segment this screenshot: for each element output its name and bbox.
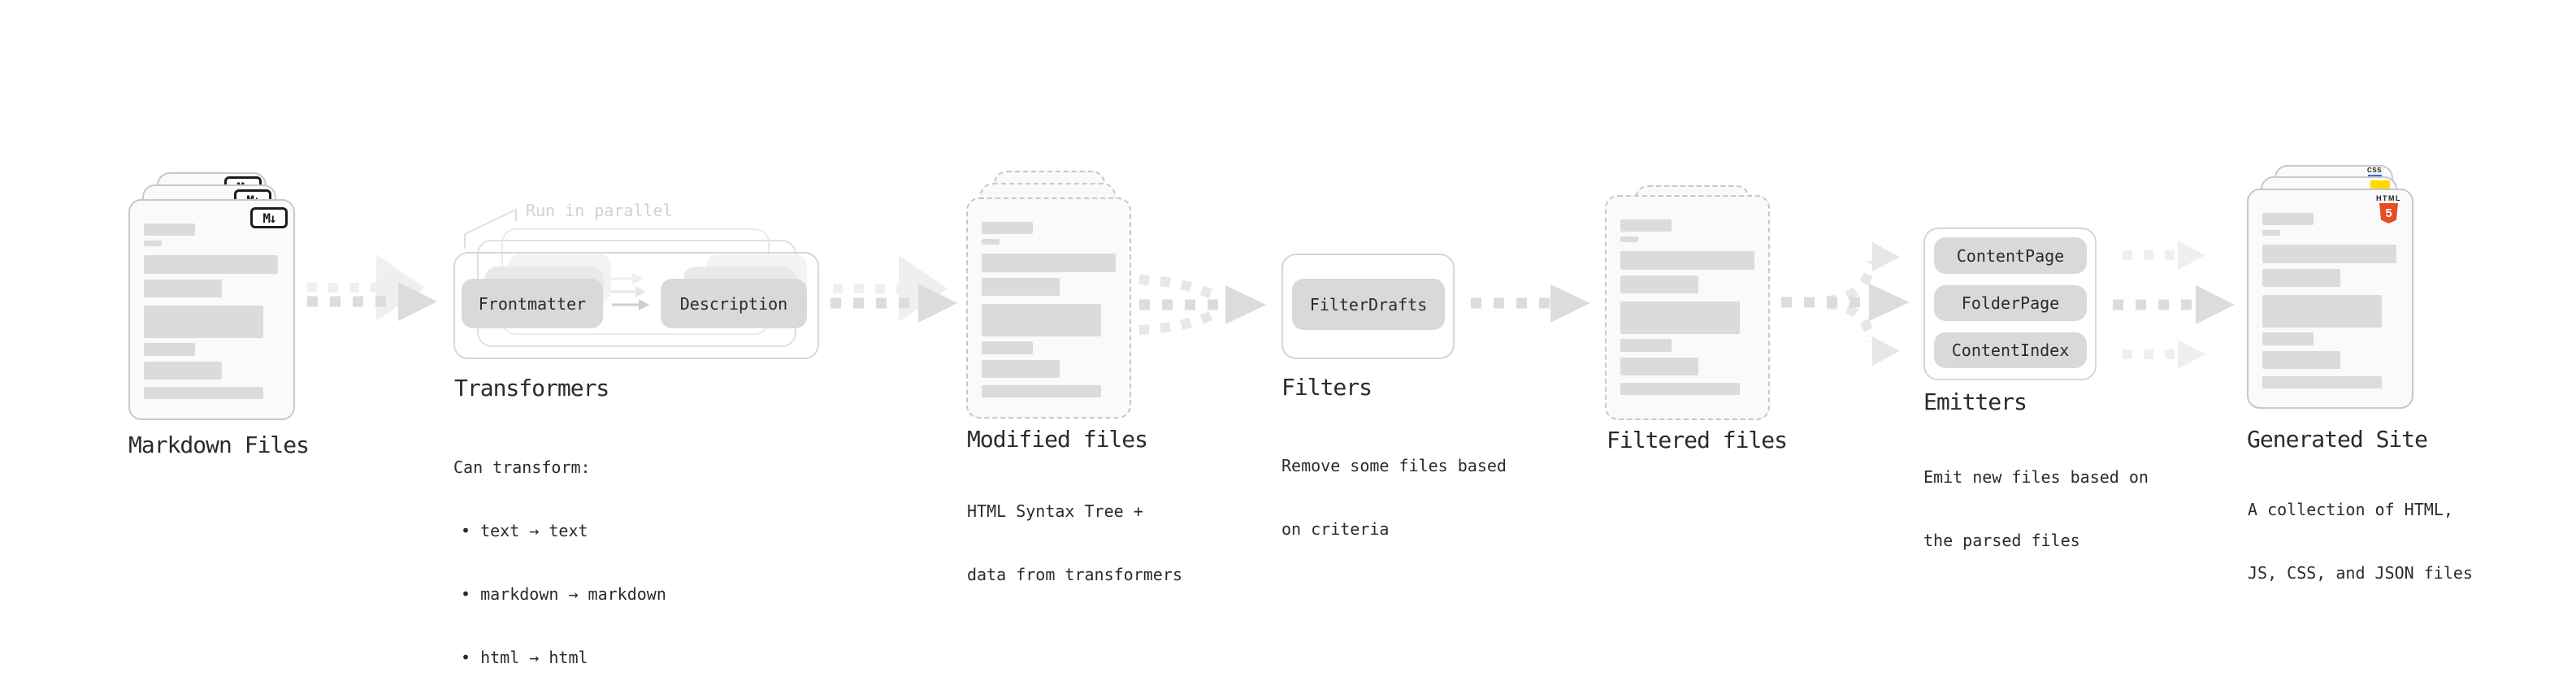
description-line: the parsed files bbox=[1923, 531, 2080, 550]
stage-title-transformers: Transformers bbox=[454, 375, 609, 401]
markdown-icon: M↓ bbox=[250, 207, 288, 228]
css-icon: CSS bbox=[2367, 167, 2382, 177]
stage-title-generated-site: Generated Site bbox=[2247, 426, 2428, 453]
stage-title-filtered-files: Filtered files bbox=[1607, 427, 1788, 453]
contentpage-box: ContentPage bbox=[1934, 237, 2087, 274]
stage-desc-filters: Remove some files based on criteria bbox=[1281, 413, 1507, 582]
description-line: HTML Syntax Tree + bbox=[967, 501, 1143, 521]
contentindex-box: ContentIndex bbox=[1934, 332, 2087, 368]
description-line: • html → html bbox=[461, 648, 588, 667]
arrow-emitters-to-site bbox=[2113, 241, 2235, 369]
folderpage-box: FolderPage bbox=[1934, 285, 2087, 321]
text-placeholder-bars bbox=[130, 201, 293, 399]
transformers-frame-front bbox=[453, 252, 819, 359]
stage-desc-modified-files: HTML Syntax Tree + data from transformer… bbox=[967, 458, 1182, 627]
html5-icon-shield: 5 bbox=[2379, 203, 2398, 223]
arrow-markdown-to-transformers bbox=[307, 254, 437, 321]
modified-file-front bbox=[966, 197, 1131, 419]
markdown-file-front: M↓ bbox=[128, 199, 295, 420]
arrow-transformers-to-modified bbox=[830, 255, 957, 323]
html5-icon: HTML 5 bbox=[2376, 194, 2401, 223]
filtered-file-front bbox=[1605, 195, 1770, 420]
stage-title-emitters: Emitters bbox=[1923, 388, 2027, 415]
run-in-parallel-annotation: Run in parallel bbox=[526, 201, 673, 220]
arrow-modified-to-filters bbox=[1138, 275, 1266, 335]
description-line: Can transform: bbox=[453, 458, 591, 477]
description-line: data from transformers bbox=[967, 565, 1182, 584]
site-file-html: HTML 5 bbox=[2247, 189, 2413, 409]
text-placeholder-bars bbox=[968, 199, 1130, 397]
description-box: Description bbox=[661, 279, 807, 328]
stage-title-markdown-files: Markdown Files bbox=[128, 432, 310, 458]
description-line: • text → text bbox=[461, 521, 588, 540]
html5-icon-label: HTML bbox=[2376, 194, 2401, 202]
arrow-filters-to-filtered bbox=[1471, 284, 1590, 323]
description-line: Remove some files based bbox=[1281, 456, 1507, 475]
filterdrafts-box: FilterDrafts bbox=[1292, 279, 1445, 330]
stage-desc-emitters: Emit new files based on the parsed files bbox=[1923, 424, 2149, 593]
description-line: Emit new files based on bbox=[1923, 467, 2149, 487]
stage-title-filters: Filters bbox=[1281, 374, 1373, 401]
frontmatter-box: Frontmatter bbox=[462, 279, 603, 328]
filters-frame bbox=[1281, 254, 1455, 359]
description-line: JS, CSS, and JSON files bbox=[2248, 563, 2473, 583]
js-icon bbox=[2370, 180, 2390, 189]
stage-desc-transformers: Can transform: • text → text • markdown … bbox=[453, 414, 666, 681]
stage-title-modified-files: Modified files bbox=[967, 426, 1148, 453]
description-line: • markdown → markdown bbox=[461, 584, 666, 604]
stage-desc-generated-site: A collection of HTML, JS, CSS, and JSON … bbox=[2248, 457, 2473, 626]
css-icon-label: CSS bbox=[2367, 167, 2382, 174]
emitters-frame bbox=[1923, 228, 2097, 380]
text-placeholder-bars bbox=[2249, 190, 2412, 388]
arrow-filtered-to-emitters bbox=[1781, 242, 1910, 366]
description-line: A collection of HTML, bbox=[2248, 500, 2453, 519]
text-placeholder-bars bbox=[1607, 197, 1768, 395]
run-in-parallel-leader-line bbox=[464, 208, 517, 249]
css-icon-underline bbox=[2367, 175, 2382, 177]
description-line: on criteria bbox=[1281, 519, 1390, 539]
